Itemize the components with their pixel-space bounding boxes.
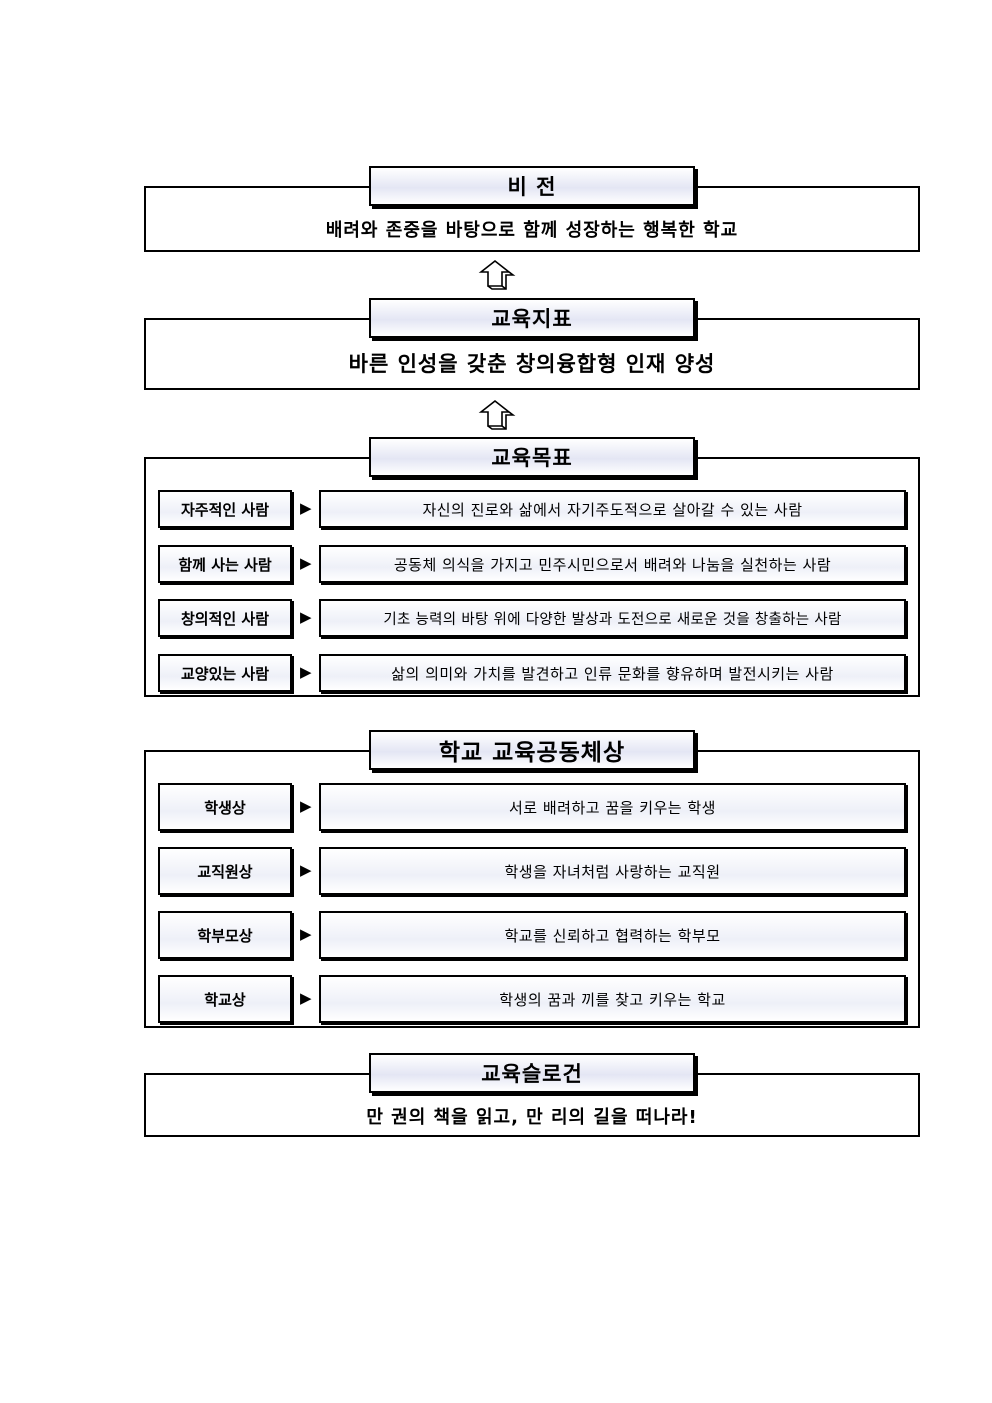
edu-indicator-title: 교육지표: [369, 298, 695, 338]
vision-text: 배려와 존중을 바탕으로 함께 성장하는 행복한 학교: [325, 220, 739, 241]
goal-label: 창의적인 사람: [158, 599, 292, 637]
triangle-right-icon: ▶: [300, 608, 312, 626]
goal-label: 자주적인 사람: [158, 490, 292, 528]
triangle-right-icon: ▶: [300, 663, 312, 681]
community-desc: 학생을 자녀처럼 사랑하는 교직원: [319, 847, 906, 895]
community-label: 학부모상: [158, 911, 292, 959]
community-desc: 학교를 신뢰하고 협력하는 학부모: [319, 911, 906, 959]
edu-goals-title: 교육목표: [369, 437, 695, 477]
community-label: 학생상: [158, 783, 292, 831]
up-arrow-icon: [478, 259, 516, 290]
up-arrow-icon: [478, 399, 516, 430]
community-desc: 서로 배려하고 꿈을 키우는 학생: [319, 783, 906, 831]
triangle-right-icon: ▶: [300, 861, 312, 879]
triangle-right-icon: ▶: [300, 554, 312, 572]
goal-label: 교양있는 사람: [158, 654, 292, 692]
triangle-right-icon: ▶: [300, 797, 312, 815]
goal-desc: 공동체 의식을 가지고 민주시민으로서 배려와 나눔을 실천하는 사람: [319, 545, 906, 583]
triangle-right-icon: ▶: [300, 925, 312, 943]
goal-desc: 삶의 의미와 가치를 발견하고 인류 문화를 향유하며 발전시키는 사람: [319, 654, 906, 692]
community-label: 학교상: [158, 975, 292, 1023]
goal-desc: 기초 능력의 바탕 위에 다양한 발상과 도전으로 새로운 것을 창출하는 사람: [319, 599, 906, 637]
community-desc: 학생의 꿈과 끼를 찾고 키우는 학교: [319, 975, 906, 1023]
triangle-right-icon: ▶: [300, 989, 312, 1007]
community-label: 교직원상: [158, 847, 292, 895]
goal-label: 함께 사는 사람: [158, 545, 292, 583]
goal-desc: 자신의 진로와 삶에서 자기주도적으로 살아갈 수 있는 사람: [319, 490, 906, 528]
community-title: 학교 교육공동체상: [369, 730, 695, 770]
triangle-right-icon: ▶: [300, 499, 312, 517]
slogan-title: 교육슬로건: [369, 1053, 695, 1093]
vision-title: 비 전: [369, 166, 695, 206]
slogan-text: 만 권의 책을 읽고, 만 리의 길을 떠나라!: [366, 1107, 698, 1128]
edu-indicator-text: 바른 인성을 갖춘 창의융합형 인재 양성: [348, 352, 716, 376]
